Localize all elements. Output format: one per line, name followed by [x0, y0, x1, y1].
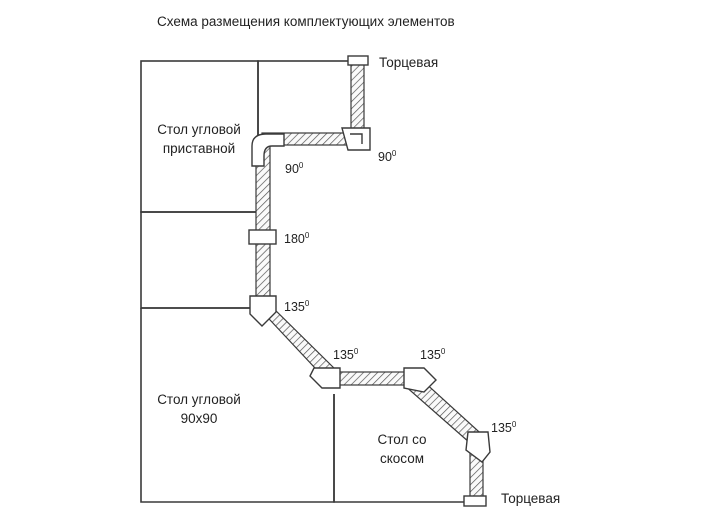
end-cap-top: [347, 55, 369, 66]
end-cap-top-label: Торцевая: [379, 55, 438, 70]
diagram-title: Схема размещения комплектующих элементов: [157, 14, 455, 29]
fitting-bend-135-4: [465, 431, 491, 463]
angle-label-bend-1: 1350: [284, 299, 310, 314]
angle-label-straight: 1800: [284, 231, 310, 246]
end-cap-bottom-label: Торцевая: [501, 491, 560, 506]
fitting-corner-90-left: [251, 133, 285, 167]
fitting-bend-135-1: [249, 295, 277, 327]
table-corner-attached-label-line2: приставной: [163, 141, 235, 156]
angle-label-bend-2: 1350: [333, 347, 359, 362]
fitting-bend-135-2: [309, 367, 341, 389]
angle-label-top-left: 900: [285, 161, 304, 176]
channel-top-vertical: [350, 63, 365, 135]
fitting-bend-135-3: [403, 367, 437, 393]
fitting-corner-90-right: [341, 127, 371, 151]
table-bevel-outline: [333, 394, 468, 503]
angle-label-top-right: 900: [378, 149, 397, 164]
table-corner-90-label-line1: Стол угловой: [157, 392, 241, 407]
table-top-right-outline: [257, 60, 354, 139]
connector-channel: [254, 63, 489, 499]
angle-label-bend-4: 1350: [491, 420, 517, 435]
table-bevel-label-line2: скосом: [380, 451, 424, 466]
table-middle-outline: [140, 211, 259, 309]
fitting-straight-180: [248, 229, 277, 245]
end-cap-bottom: [463, 495, 487, 507]
table-bevel-label-line1: Стол со: [377, 432, 426, 447]
angle-label-bend-3: 1350: [420, 347, 446, 362]
table-corner-attached-label-line1: Стол угловой: [157, 122, 241, 137]
connector-fittings: [248, 55, 491, 507]
table-corner-90-label-line2: 90х90: [181, 411, 218, 426]
channel-bottom-horizontal: [333, 371, 415, 386]
